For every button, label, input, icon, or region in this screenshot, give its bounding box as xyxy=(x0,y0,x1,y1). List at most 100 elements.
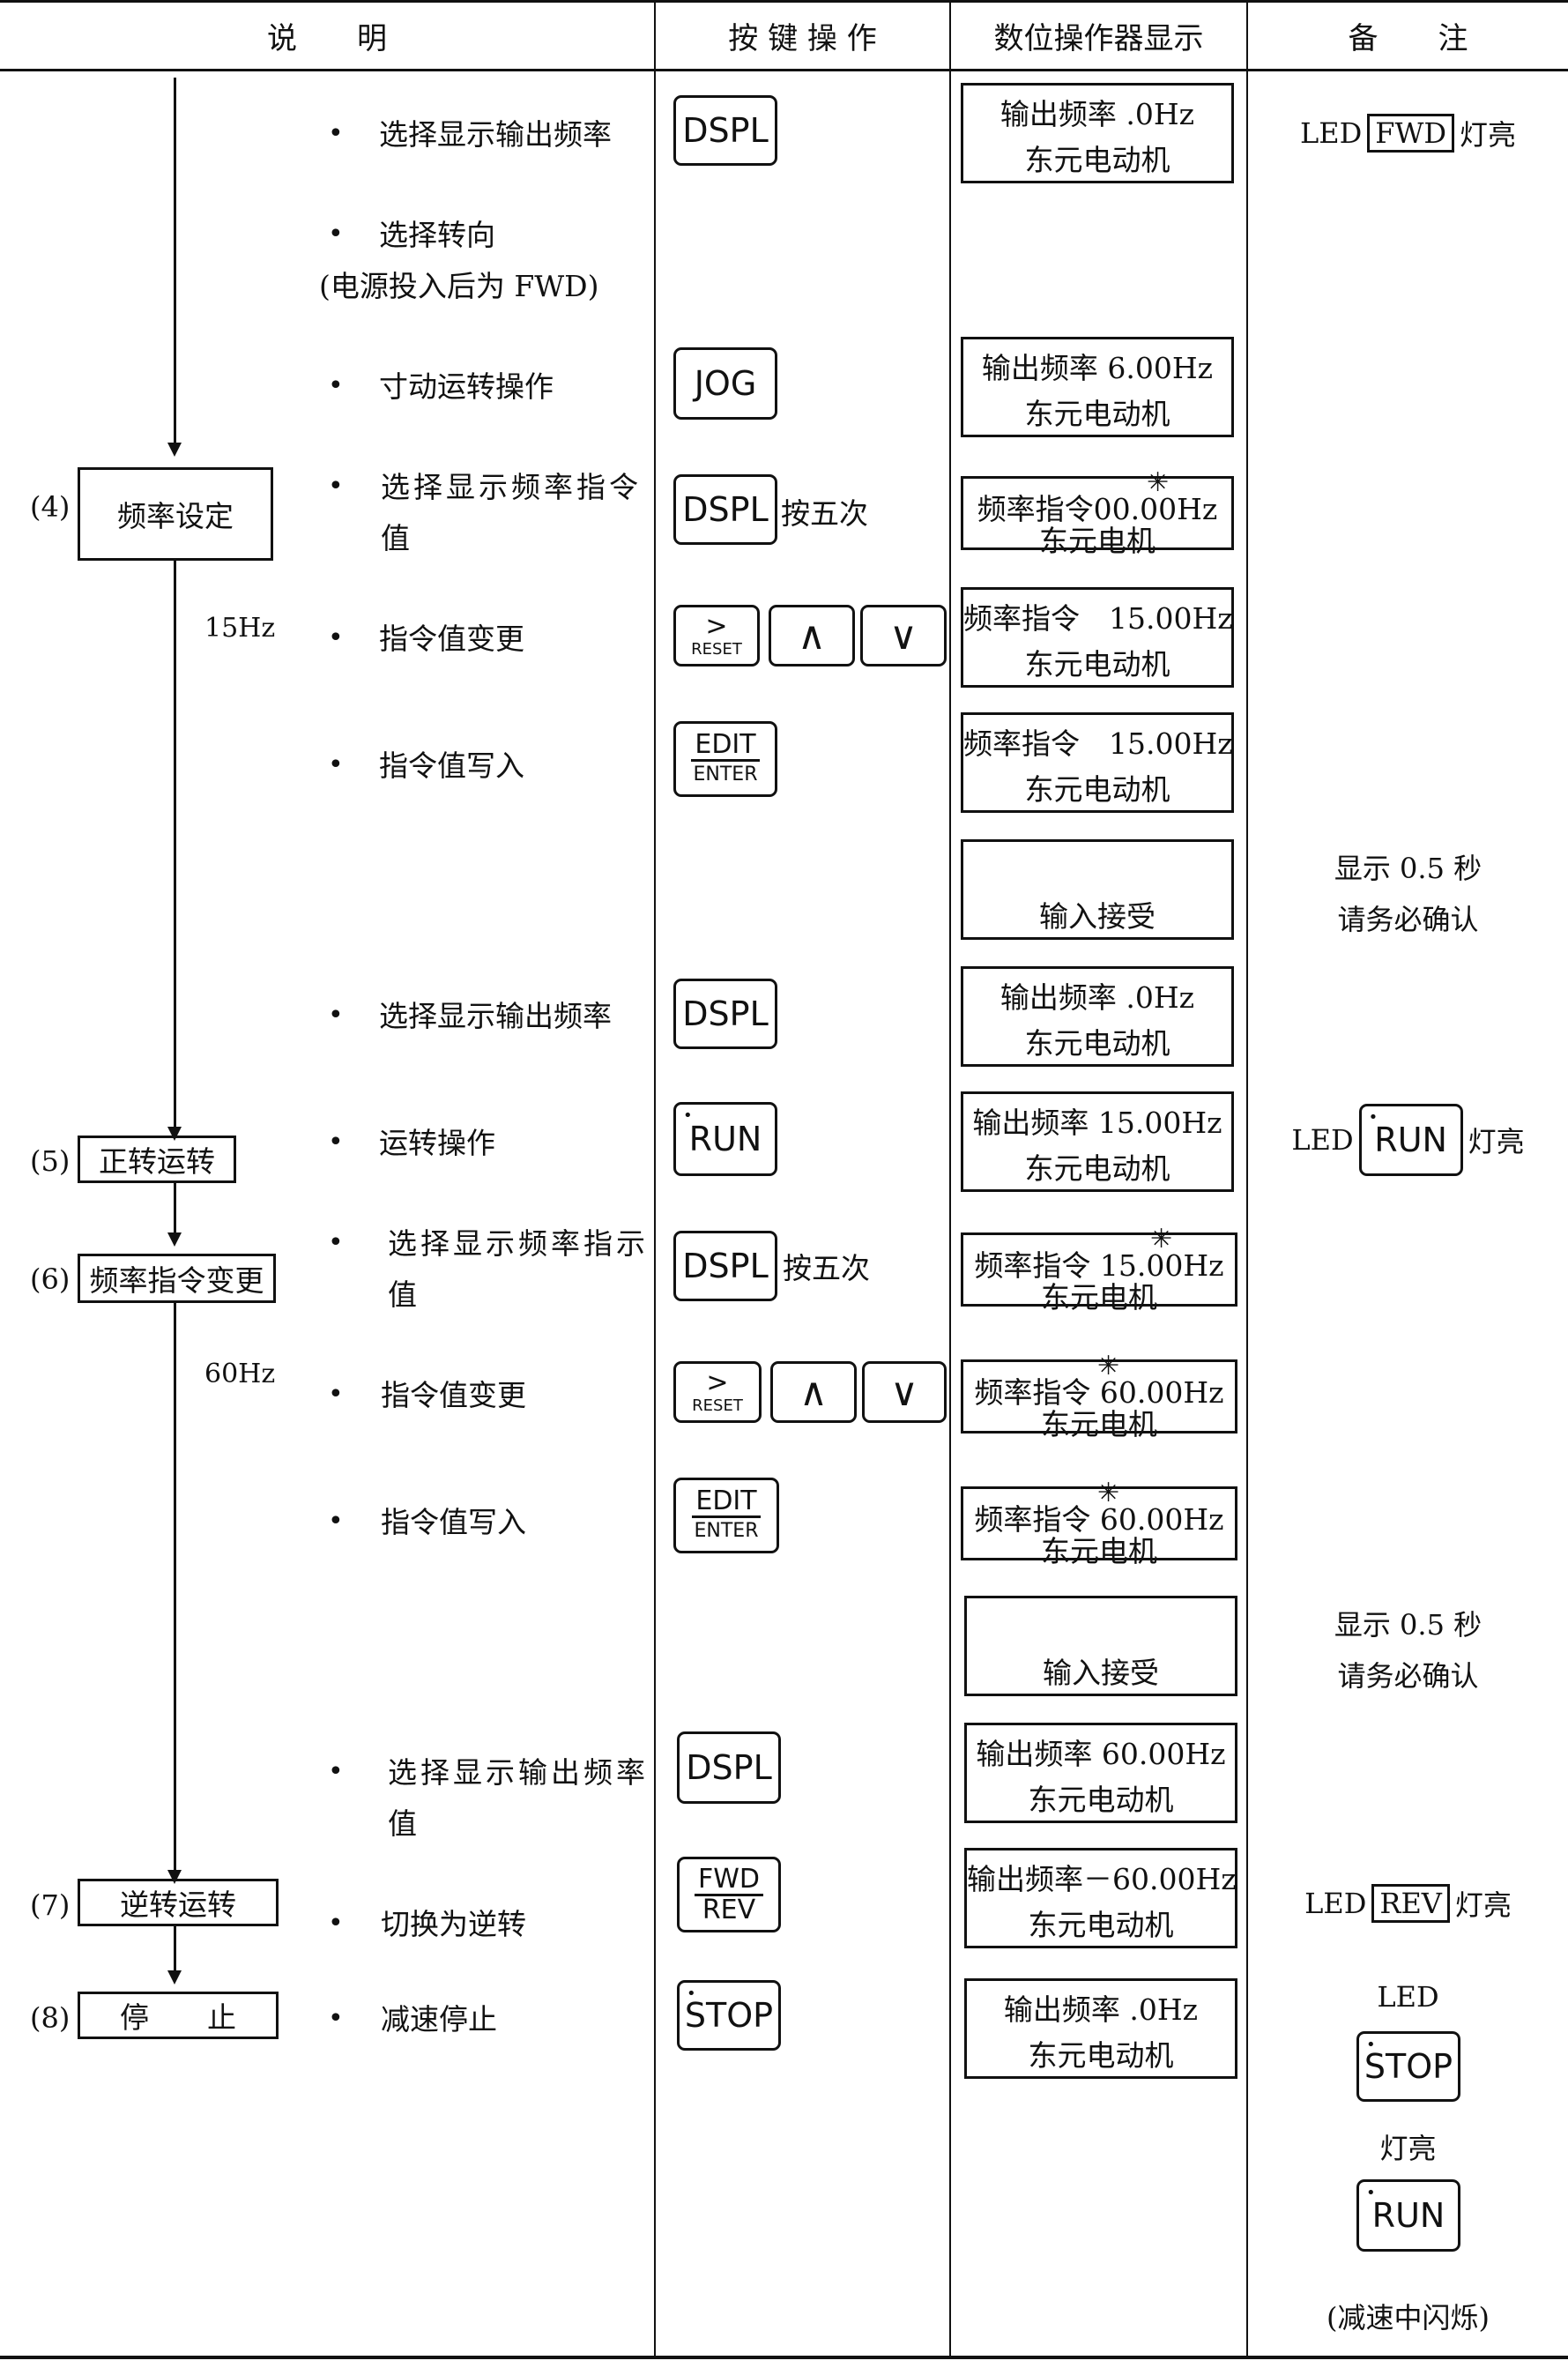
display-line-2: 东元电动机 xyxy=(1024,647,1170,681)
down-arrow-key[interactable]: ∨ xyxy=(860,605,947,666)
up-arrow-key[interactable]: ∧ xyxy=(770,1361,857,1423)
bullet: • xyxy=(328,2003,344,2034)
bullet: • xyxy=(328,1127,344,1158)
display-line-1: 频率指令 60.00Hz xyxy=(974,1502,1224,1537)
row-8-description: 运转操作 xyxy=(379,1126,495,1160)
run-key[interactable]: •RUN xyxy=(673,1102,777,1176)
operator-display: 输入接受 xyxy=(964,1596,1237,1696)
edit-label: EDIT xyxy=(691,730,760,762)
bullet: • xyxy=(328,1379,344,1410)
table-top-rule xyxy=(0,0,1568,3)
flow-line-1 xyxy=(174,78,176,448)
rev-label: REV xyxy=(702,1894,756,1925)
jog-key[interactable]: JOG xyxy=(673,347,777,420)
run-led-key: •RUN xyxy=(1358,1104,1463,1176)
display-line-1: 输出频率 15.00Hz xyxy=(972,1106,1222,1140)
reset-label: RESET xyxy=(691,639,742,659)
blink-sparkle-icon: ✳ xyxy=(1150,1224,1173,1255)
display-line-1: 频率指令 15.00Hz xyxy=(974,1248,1224,1283)
dspl-key[interactable]: DSPL xyxy=(673,95,777,166)
display-line-1: 频率指令00.00Hz xyxy=(977,492,1218,526)
display-line-1: 输出频率 60.00Hz xyxy=(976,1737,1226,1771)
step-number-4: (4) xyxy=(30,490,71,524)
row-13-description: 选择显示输出频率 xyxy=(388,1755,649,1790)
dspl-key[interactable]: DSPL xyxy=(673,1231,777,1301)
dspl-key[interactable]: DSPL xyxy=(673,979,777,1049)
remark-light-on: 灯亮 xyxy=(1379,2132,1437,2165)
operator-display: 输出频率 .0Hz 东元电动机 xyxy=(961,83,1234,183)
bullet: • xyxy=(328,471,344,502)
stop-key[interactable]: •STOP xyxy=(677,1980,781,2051)
display-line-2: 东元电动机 xyxy=(1024,397,1170,431)
blink-sparkle-icon: ✳ xyxy=(1097,1478,1120,1508)
display-line-2: 东元电机 xyxy=(1039,524,1156,558)
operator-display: 频率指令 60.00Hz 东元电机 ✳ xyxy=(961,1480,1237,1568)
led-dot-icon: • xyxy=(683,1106,693,1125)
enter-label: ENTER xyxy=(693,763,758,786)
display-line-2: 输入接受 xyxy=(1039,899,1156,934)
remark-confirm: 请务必确认 xyxy=(1337,903,1479,936)
bullet: • xyxy=(328,1506,344,1537)
up-arrow-key[interactable]: ∧ xyxy=(769,605,855,666)
led-dot-icon: • xyxy=(1368,1108,1379,1127)
display-line-2: 东元电动机 xyxy=(1024,1151,1170,1186)
run-led-key: •RUN xyxy=(1356,2179,1460,2252)
display-line-1: 频率指令 15.00Hz xyxy=(963,601,1233,636)
row-10-description: 指令值变更 xyxy=(381,1378,526,1412)
display-line-2: 东元电动机 xyxy=(1028,1908,1174,1942)
dspl-key[interactable]: DSPL xyxy=(673,474,777,545)
header-description: 说 明 xyxy=(267,21,387,56)
step-number-7: (7) xyxy=(30,1888,71,1922)
flow-line-4 xyxy=(174,1303,176,1874)
operator-display: 输出频率 15.00Hz 东元电动机 xyxy=(961,1091,1234,1192)
display-line-2: 东元电动机 xyxy=(1028,1783,1174,1817)
dspl-key[interactable]: DSPL xyxy=(677,1731,781,1804)
row-0-description: 选择显示输出频率 xyxy=(379,117,612,152)
display-line-2: 东元电动机 xyxy=(1024,1026,1170,1061)
col-divider-2 xyxy=(949,0,951,2357)
down-arrow-key[interactable]: ∨ xyxy=(862,1361,947,1423)
remark-display-duration: 显示 0.5 秒 xyxy=(1334,1608,1483,1642)
bullet: • xyxy=(328,219,344,249)
display-line-1: 频率指令 15.00Hz xyxy=(963,726,1233,761)
row-9-description-line2: 值 xyxy=(388,1277,417,1312)
remark-led-run: LED •RUN 灯亮 xyxy=(1248,1104,1568,1176)
operator-display: 输出频率－60.00Hz 东元电动机 xyxy=(964,1848,1237,1948)
operator-display: 输出频率 60.00Hz 东元电动机 xyxy=(964,1723,1237,1823)
row-11-description: 指令值写入 xyxy=(381,1505,526,1539)
display-line-2: 东元电动机 xyxy=(1028,2038,1174,2073)
shift-icon: > xyxy=(705,610,728,642)
display-line-2: 东元电机 xyxy=(1041,1407,1157,1441)
step-frequency-setting: 频率设定 xyxy=(78,467,273,561)
row-7-description: 选择显示输出频率 xyxy=(379,999,612,1033)
blink-sparkle-icon: ✳ xyxy=(1147,467,1170,498)
arrow-down-icon xyxy=(167,1232,182,1247)
row-9-description: 选择显示频率指示 xyxy=(388,1226,649,1261)
step-6-sub-label: 60Hz xyxy=(204,1359,276,1389)
up-arrow-icon: ∧ xyxy=(797,613,827,659)
bullet: • xyxy=(328,749,344,780)
display-line-2: 东元电机 xyxy=(1041,1280,1157,1314)
blink-sparkle-icon: ✳ xyxy=(1097,1351,1120,1381)
enter-label: ENTER xyxy=(694,1519,759,1542)
remark-blink-during-decel: (减速中闪烁) xyxy=(1326,2301,1490,2334)
arrow-down-icon xyxy=(167,443,182,457)
display-line-1: 输出频率 .0Hz xyxy=(1000,980,1195,1015)
shift-icon: > xyxy=(706,1366,729,1398)
remark-confirm: 请务必确认 xyxy=(1337,1659,1479,1693)
step-frequency-command-change: 频率指令变更 xyxy=(78,1254,276,1303)
row-1-description-line2: (电源投入后为 FWD) xyxy=(319,269,599,303)
stop-led-key: •STOP xyxy=(1356,2031,1460,2102)
table-bottom-rule xyxy=(0,2356,1568,2359)
shift-reset-key[interactable]: >RESET xyxy=(673,605,760,666)
bullet: • xyxy=(328,1908,344,1939)
display-line-2: 东元电机 xyxy=(1041,1534,1157,1568)
operator-display: 频率指令 15.00Hz 东元电动机 xyxy=(961,587,1234,688)
remark-display-duration: 显示 0.5 秒 xyxy=(1334,852,1483,885)
shift-reset-key[interactable]: >RESET xyxy=(673,1361,762,1423)
remark-led-rev: LED REV 灯亮 xyxy=(1248,1883,1568,1924)
step-stop: 停 止 xyxy=(78,1992,279,2039)
